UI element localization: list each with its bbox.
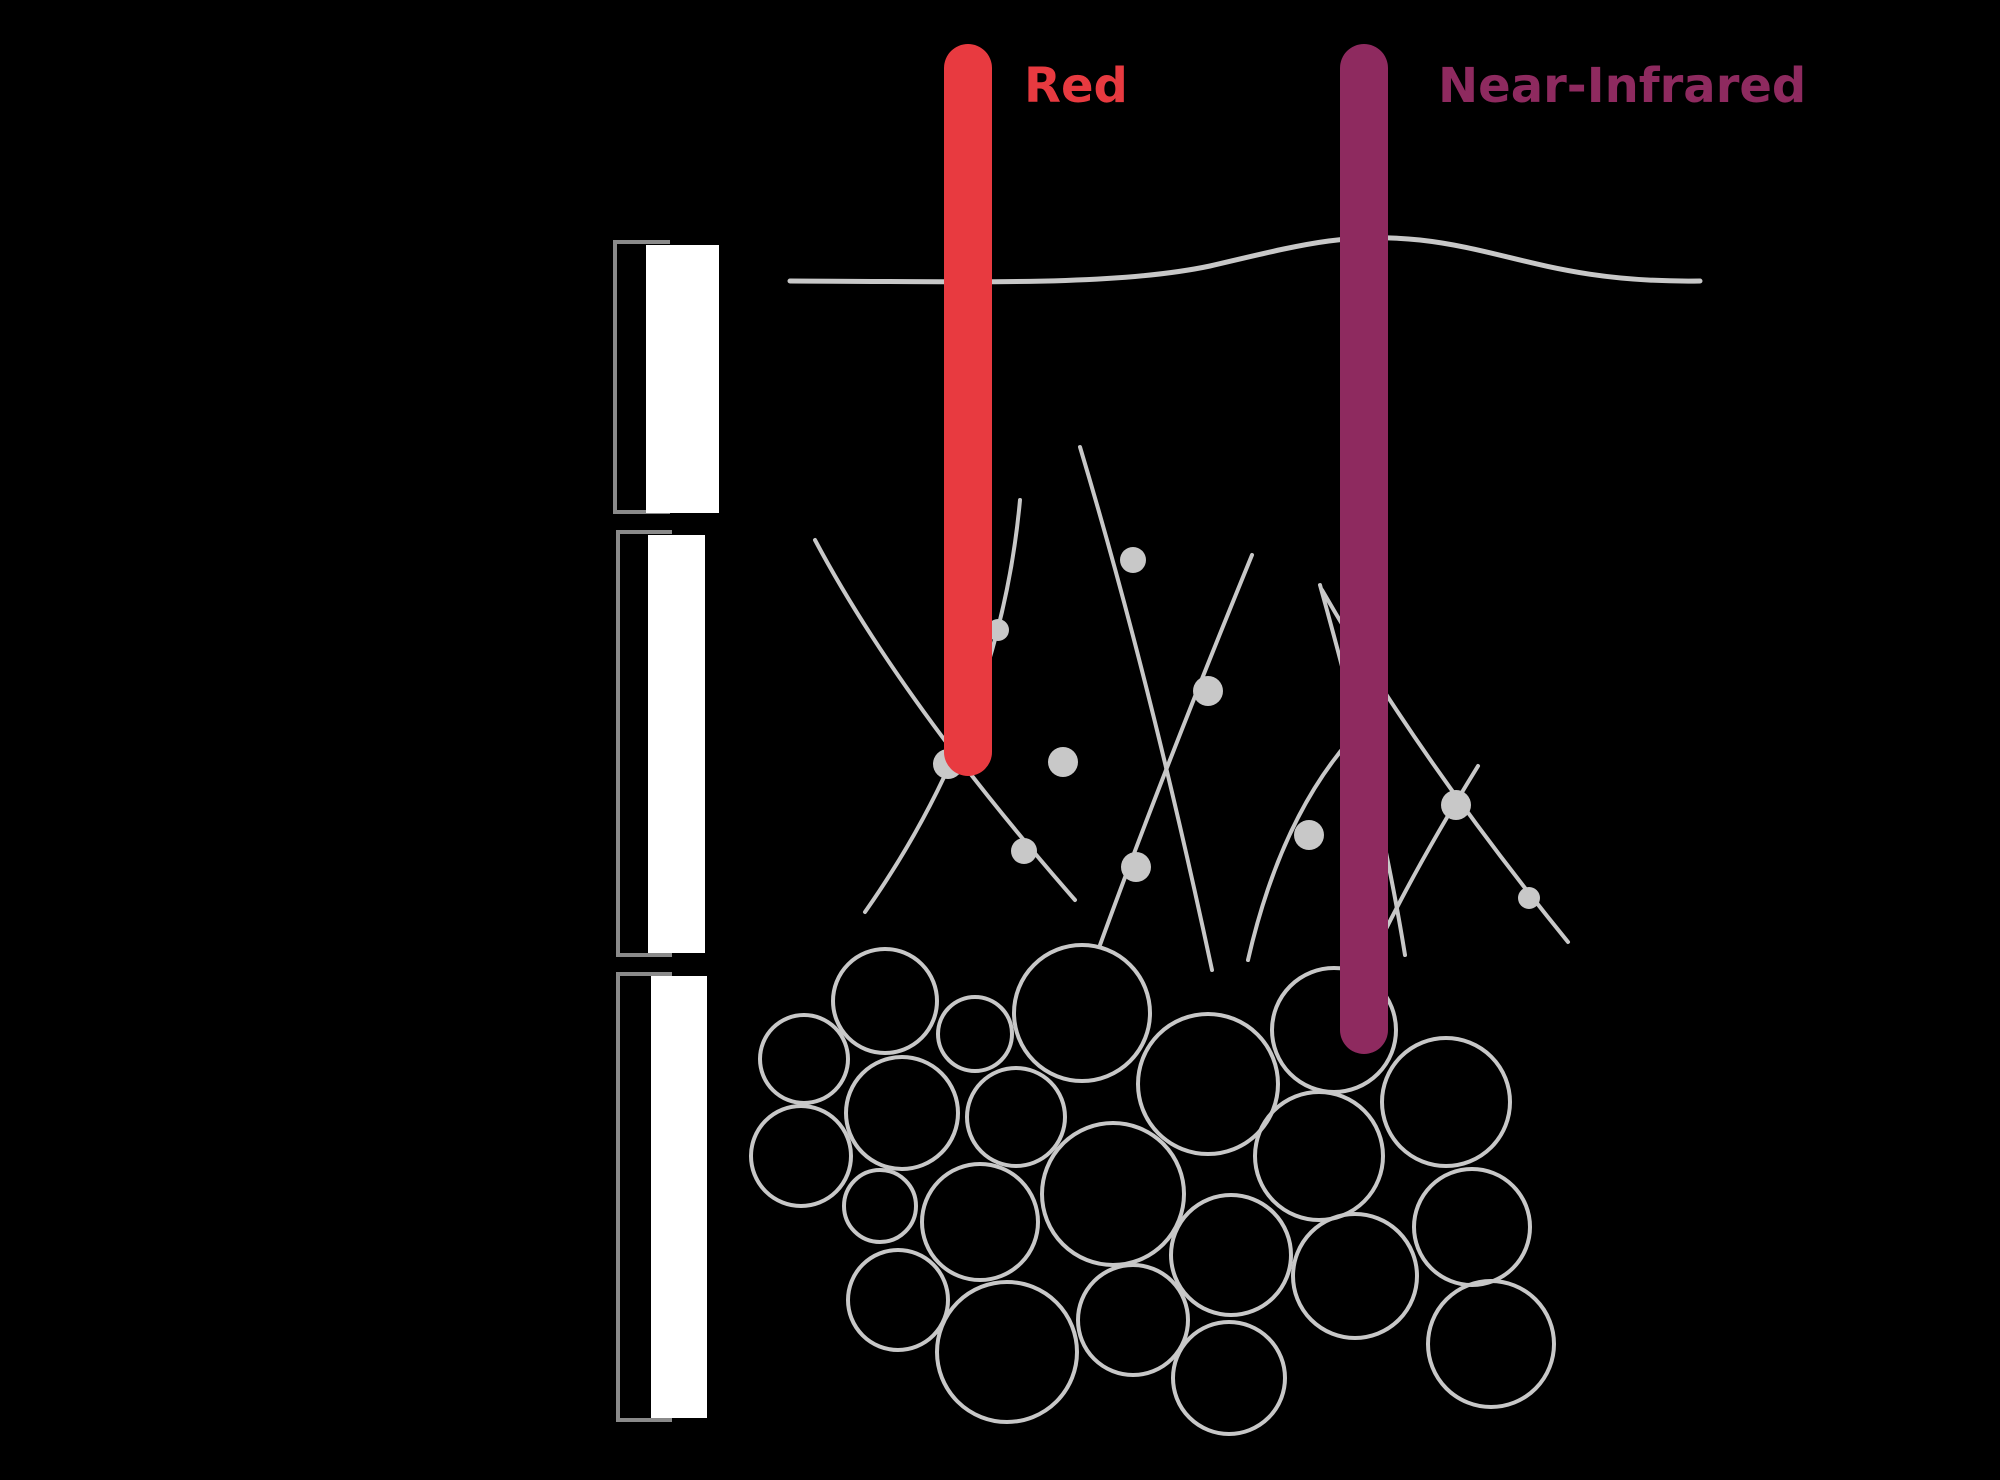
fat-cell: [965, 1066, 1067, 1168]
layer-bar-outline-epidermis: [613, 240, 670, 514]
fiber-node: [1193, 676, 1223, 706]
fiber-node: [1294, 820, 1324, 850]
fiber-node: [1120, 547, 1146, 573]
layer-bars: [613, 240, 719, 1422]
fat-cell: [1040, 1121, 1186, 1267]
fiber-node: [1441, 790, 1471, 820]
fat-cell: [749, 1104, 853, 1208]
fiber-node: [1048, 747, 1078, 777]
fat-cell: [842, 1168, 918, 1244]
fat-cell: [1291, 1212, 1419, 1340]
fiber-node: [1518, 887, 1540, 909]
fat-cell: [1136, 1012, 1280, 1156]
fat-cell: [935, 1280, 1079, 1424]
fiber-line: [1246, 738, 1352, 962]
fat-cell: [1380, 1036, 1512, 1168]
layer-bar-outline-dermis: [616, 530, 672, 957]
red-light-label: Red: [1024, 58, 1128, 114]
fiber-line: [1078, 445, 1214, 972]
fat-cell: [1169, 1193, 1293, 1317]
fat-cell: [1253, 1090, 1385, 1222]
fat-cell: [758, 1013, 850, 1105]
fiber-line: [1098, 553, 1254, 947]
fiber-node: [1121, 852, 1151, 882]
layer-bar-outline-hypodermis: [616, 972, 672, 1422]
fat-cell: [1171, 1320, 1287, 1436]
layer-bar-dermis: [648, 535, 705, 953]
fat-cell: [936, 995, 1014, 1073]
fat-cell: [1076, 1263, 1190, 1377]
fat-cell-cluster: [749, 943, 1556, 1436]
skin-surface-line: [787, 235, 1703, 285]
layer-bar-epidermis: [646, 245, 719, 513]
fat-cell: [920, 1162, 1040, 1282]
fiber-node: [1011, 838, 1037, 864]
fat-cell: [1426, 1279, 1556, 1409]
fat-cell: [844, 1055, 960, 1171]
fat-cell: [1012, 943, 1152, 1083]
nir-light-label: Near-Infrared: [1438, 58, 1806, 114]
fat-cell: [846, 1248, 950, 1352]
fat-cell: [831, 947, 939, 1055]
fiber-node: [987, 619, 1009, 641]
layer-bar-hypodermis: [651, 976, 707, 1418]
fiber-line: [1381, 764, 1480, 937]
